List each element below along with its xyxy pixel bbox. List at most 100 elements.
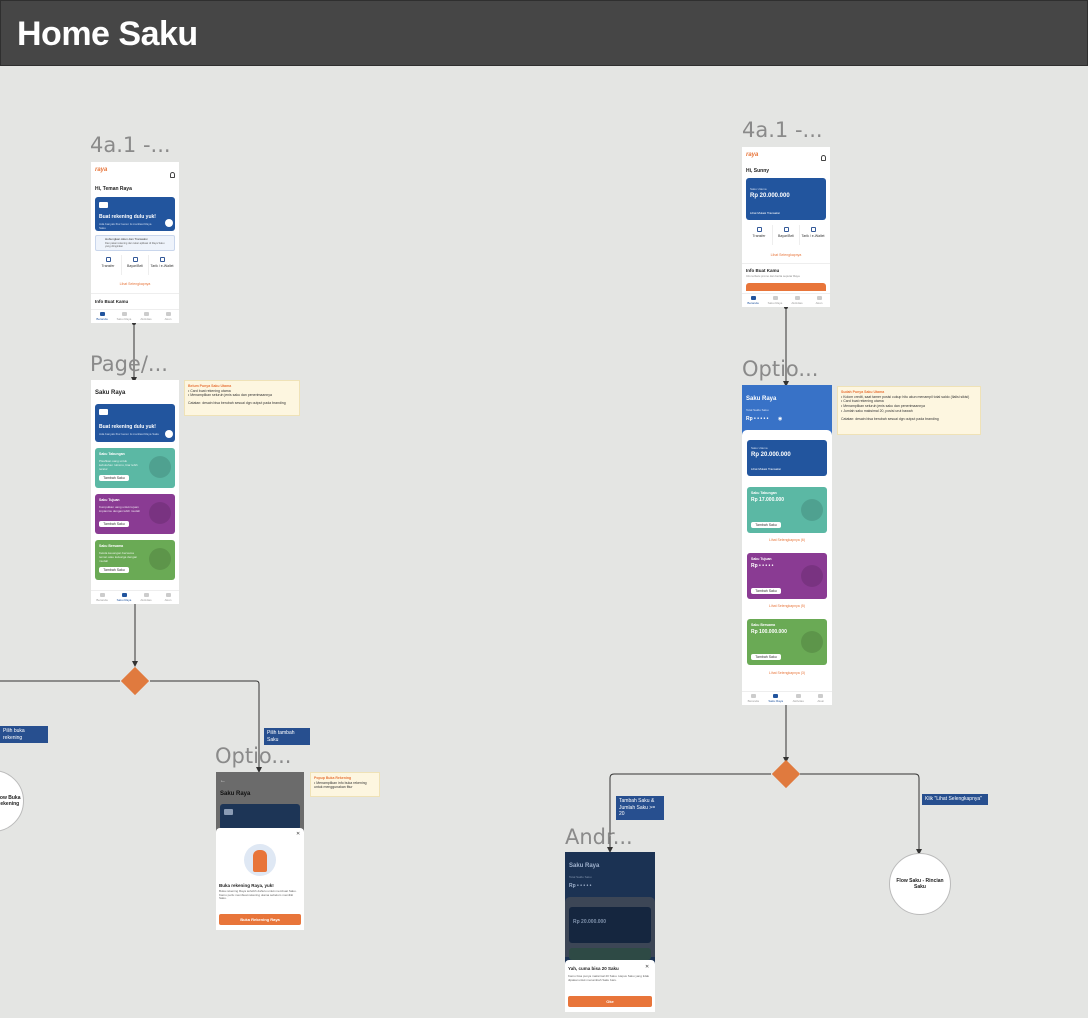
screen-title: Saku Raya — [220, 791, 251, 797]
bottom-nav: Beranda Saku Raya Aktivitas Akun — [742, 691, 832, 705]
menu-withdraw[interactable]: Tarik / e-Wallet — [149, 255, 175, 275]
card-arrow-icon[interactable] — [165, 430, 173, 438]
add-saku-button[interactable]: Tambah Saku — [751, 588, 781, 594]
main-account-card[interactable]: Saku Utama Rp 20.000.000 Lihat Mutasi Tr… — [746, 178, 826, 220]
nav-activity[interactable]: Aktivitas — [135, 591, 157, 604]
end-node-open-account: Flow Buka Rekening — [0, 770, 24, 832]
nav-account[interactable]: Akun — [810, 692, 833, 705]
total-label: Total Saldo Saku — [569, 875, 592, 879]
annotation-note-with-account: Sudah Punya Saku Utama • Kolom credit, s… — [837, 386, 981, 435]
nav-activity[interactable]: Aktivitas — [786, 294, 808, 307]
ok-button[interactable]: Oke — [568, 996, 652, 1007]
wallet-icon — [810, 227, 816, 232]
menu-pay[interactable]: Bayar/Beli — [122, 255, 149, 275]
saku-card-bersama[interactable]: Saku Bersama Rp 100.000.000 Tambah Saku — [747, 619, 827, 665]
main-saku-card[interactable]: Saku Utama Rp 20.000.000 Lihat Mutasi Tr… — [747, 440, 827, 476]
screen-title: Saku Raya — [569, 863, 600, 869]
nav-home[interactable]: Beranda — [91, 591, 113, 604]
nav-label: Saku Raya — [116, 598, 132, 602]
card-link[interactable]: Lihat Mutasi Transaksi — [751, 467, 781, 471]
annotation-note-no-account: Belum Punya Saku Utama • Card buat reken… — [184, 380, 300, 416]
saku-name: Saku Tujuan — [99, 498, 120, 502]
close-icon[interactable]: ✕ — [296, 831, 301, 837]
add-saku-button[interactable]: Tambah Saku — [99, 521, 129, 527]
nav-label: Saku Raya — [767, 301, 783, 305]
frame-label-saku-with-account: Optio... — [742, 357, 819, 381]
menu-transfer[interactable]: Transfer — [746, 225, 773, 245]
end-node-saku-detail: Flow Saku - Rincian Saku — [889, 853, 951, 915]
saku-card-tujuan[interactable]: Saku Tujuan Rp • • • • • Tambah Saku — [747, 553, 827, 599]
add-saku-button[interactable]: Tambah Saku — [751, 654, 781, 660]
wallet-icon — [159, 257, 165, 262]
add-saku-button[interactable]: Tambah Saku — [99, 567, 129, 573]
note-item: • Menampilkan seluruh jenis saku dan pen… — [841, 404, 925, 409]
activity-icon — [143, 593, 149, 597]
see-all-link[interactable]: Lihat Selengkapnya — [119, 282, 151, 286]
screen-title: Saku Raya — [746, 396, 777, 402]
bottom-nav: Beranda Saku Raya Aktivitas Akun — [91, 590, 179, 604]
menu-pay[interactable]: Bayar/Beli — [773, 225, 800, 245]
card-amount: Rp 20.000.000 — [751, 452, 791, 458]
open-account-card[interactable]: Buat rekening dulu yuk! Ada banyak fitur… — [95, 404, 175, 442]
menu-label: Tarik / e-Wallet — [150, 264, 174, 268]
promo-banner[interactable] — [746, 283, 826, 291]
note-item: • Menampilkan info buka rekening untuk m… — [314, 780, 367, 790]
nav-activity[interactable]: Aktivitas — [135, 310, 157, 323]
person-figure — [253, 850, 267, 872]
nav-saku[interactable]: Saku Raya — [765, 692, 788, 705]
see-all-link[interactable]: Lihat Selengkapnya (3) — [769, 671, 805, 675]
back-arrow-icon[interactable]: ← — [220, 778, 226, 784]
nav-home[interactable]: Beranda — [742, 692, 765, 705]
note-item-text: Card buat rekening utama — [843, 399, 884, 404]
dimmed-card: Rp 20.000.000 — [569, 907, 651, 943]
dimmed-card — [220, 804, 300, 830]
eye-icon[interactable]: ◉ — [778, 416, 783, 422]
add-saku-button[interactable]: Tambah Saku — [751, 522, 781, 528]
nav-label: Aktivitas — [140, 317, 152, 321]
nav-activity[interactable]: Aktivitas — [787, 692, 810, 705]
saku-icon — [121, 593, 127, 597]
banner-text: Dan pakai rekening dan tukar aplikasi di… — [105, 242, 165, 249]
nav-saku[interactable]: Saku Raya — [764, 294, 786, 307]
page-header: Home Saku — [0, 0, 1088, 66]
open-account-button[interactable]: Buka Rekening Raya — [219, 914, 301, 925]
frame-label-saku-page: Page/... — [90, 352, 168, 376]
saku-card-tabungan[interactable]: Saku Tabungan Pisahkan uang untuk kebutu… — [95, 448, 175, 488]
bell-icon[interactable] — [821, 155, 826, 161]
bottom-nav: Beranda Saku Raya Aktivitas Akun — [742, 293, 830, 307]
see-all-link[interactable]: Lihat Selengkapnya (5) — [769, 604, 805, 608]
sheet-title: Yah, cuma bisa 20 Saku — [568, 966, 619, 971]
nav-account[interactable]: Akun — [157, 591, 179, 604]
saku-card-bersama[interactable]: Saku Bersama Kelola keuangan bersama tem… — [95, 540, 175, 580]
note-footer: Catatan: desain bisa berubah sesuai dgn … — [188, 401, 286, 406]
close-icon[interactable]: ✕ — [645, 964, 650, 970]
annotation-note-popup: Popup Buka Rekening • Menampilkan info b… — [310, 772, 380, 797]
nav-saku[interactable]: Saku Raya — [113, 591, 135, 604]
note-footer: Catatan: desain bisa berubah sesuai dgn … — [841, 416, 939, 421]
see-all-link[interactable]: Lihat Selengkapnya — [770, 253, 802, 257]
total-balance: Rp • • • • • — [746, 416, 769, 422]
nav-account[interactable]: Akun — [808, 294, 830, 307]
see-all-link[interactable]: Lihat Selengkapnya (6) — [769, 538, 805, 542]
saku-amount: Rp 100.000.000 — [751, 629, 787, 635]
saku-card-tujuan[interactable]: Saku Tujuan Kumpulkan uang untuk tujuan … — [95, 494, 175, 534]
nav-home[interactable]: Beranda — [91, 310, 113, 323]
note-item-text: Kolom credit, saat tamer posisi cukup hi… — [843, 394, 970, 399]
greeting: Hi, Sunny — [746, 168, 770, 174]
nav-saku[interactable]: Saku Raya — [113, 310, 135, 323]
nav-label: Aktivitas — [792, 699, 804, 703]
info-title: Info Buat Kamu — [95, 299, 129, 304]
card-link[interactable]: Lihat Mutasi Transaksi — [750, 211, 780, 215]
link-account-banner[interactable]: Hubungkan Akun dan Transaksi Dan pakai r… — [95, 235, 175, 251]
home-icon — [99, 593, 105, 597]
menu-transfer[interactable]: Transfer — [95, 255, 122, 275]
menu-withdraw[interactable]: Tarik / e-Wallet — [800, 225, 826, 245]
open-account-card[interactable]: Buat rekening dulu yuk! Ada banyak fitur… — [95, 197, 175, 231]
add-saku-button[interactable]: Tambah Saku — [99, 475, 129, 481]
nav-home[interactable]: Beranda — [742, 294, 764, 307]
divider — [742, 263, 830, 264]
bell-icon[interactable] — [170, 172, 175, 178]
saku-card-tabungan[interactable]: Saku Tabungan Rp 17.000.000 Tambah Saku — [747, 487, 827, 533]
nav-account[interactable]: Akun — [157, 310, 179, 323]
card-arrow-icon[interactable] — [165, 219, 173, 227]
